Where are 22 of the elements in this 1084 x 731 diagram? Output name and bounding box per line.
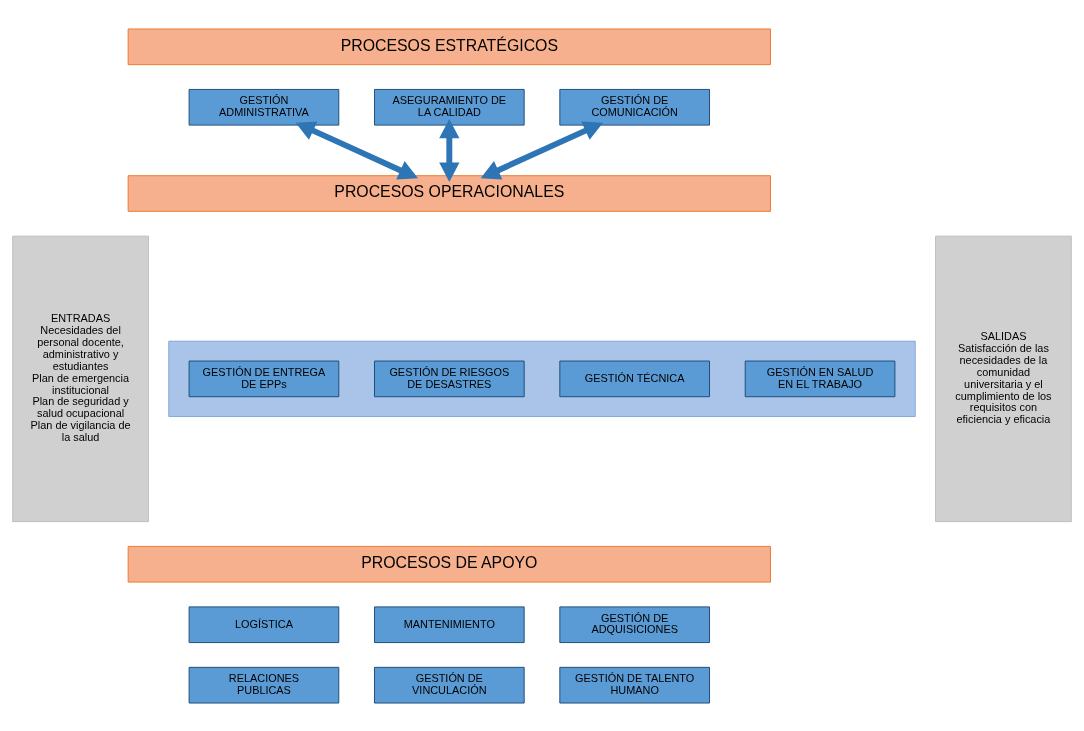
node-box: GESTIÓN DE TALENTO HUMANO [559,666,711,704]
arrow [295,120,418,180]
node-box: SALIDAS Satisfacción de las necesidades de la comunidad universitaria y el cumplimiento de los requisitos con eficiencia y eficacia [935,235,1072,522]
node-box: GESTIÓN DE ADQUISICIONES [559,605,711,643]
node-box: ASEGURAMIENTO DE LA CALIDAD [373,88,525,126]
node-box: GESTIÓN DE ENTREGA DE EPPs [188,360,340,397]
node-box: RELACIONES PUBLICAS [188,666,340,704]
node-box: PROCESOS OPERACIONALES [127,174,771,212]
arrow [439,118,460,182]
node-box: LOGÍSTICA [188,605,340,643]
node-box: MANTENIMIENTO [373,605,525,643]
node-box: GESTIÓN DE RIESGOS DE DESASTRES [373,360,525,397]
node-box: GESTIÓN TÉCNICA [559,360,711,397]
node-box: GESTIÓN EN SALUD EN EL TRABAJO [744,360,896,397]
cluster [168,340,916,417]
node-box: PROCESOS ESTRATÉGICOS [127,27,771,65]
node-box: GESTIÓN DE VINCULACIÓN [373,666,525,704]
node-box: PROCESOS DE APOYO [127,545,771,583]
node-box: GESTIÓN ADMINISTRATIVA [188,88,340,126]
node-box: ENTRADAS Necesidades del personal docente, administrativo y estudiantes Plan de emergencia institucional Plan de seguridad y salud ocupacional Plan de vigilancia de la salud [12,235,149,522]
node-box: GESTIÓN DE COMUNICACIÓN [559,88,711,126]
arrow [480,120,603,180]
